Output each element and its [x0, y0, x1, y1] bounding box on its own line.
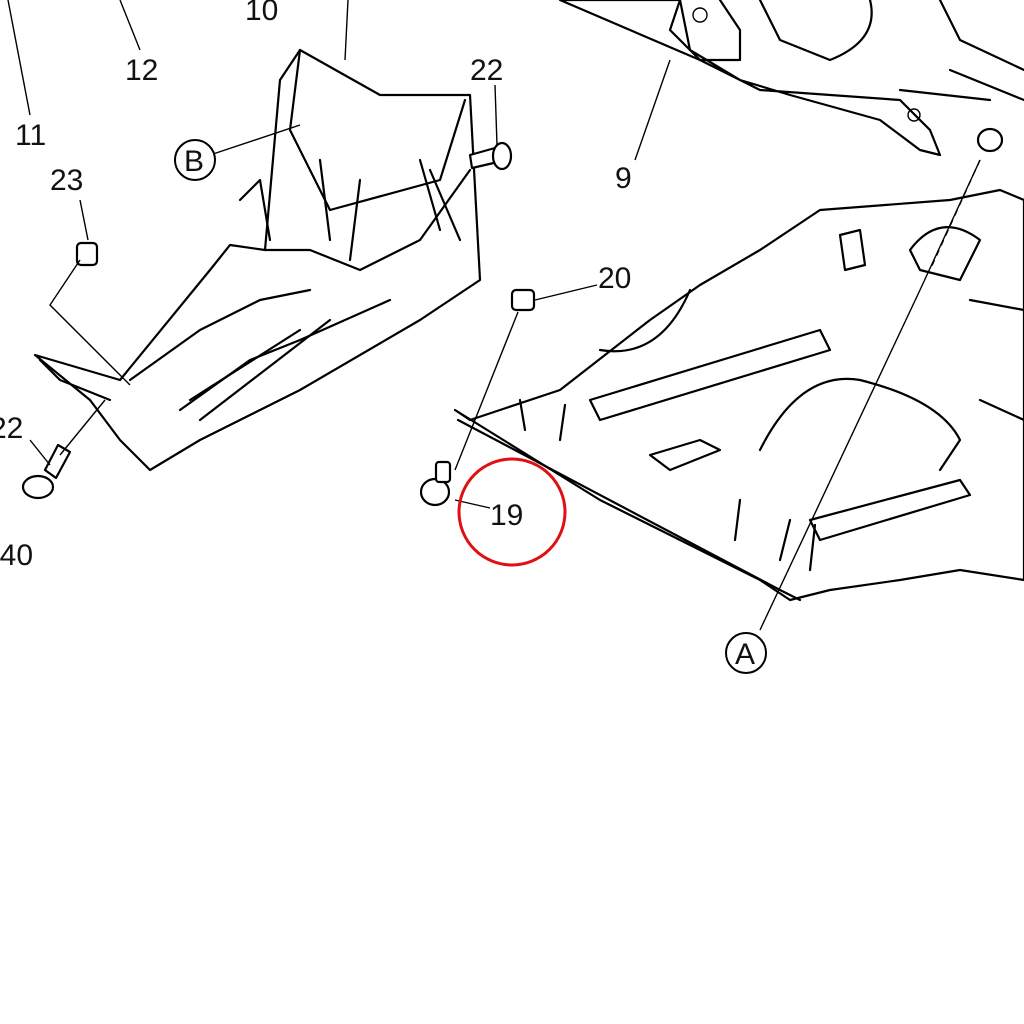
- bolt-top-right: [976, 127, 1004, 153]
- svg-text:A: A: [735, 638, 755, 671]
- bracket-part: [558, 0, 1024, 157]
- callout-12: 12: [125, 54, 158, 87]
- callout-20: 20: [598, 262, 631, 295]
- screw-22-left: [43, 443, 72, 480]
- ref-b: B: [174, 139, 216, 181]
- nut-20: [510, 288, 536, 312]
- highlight-circle: [457, 457, 567, 567]
- callout-19: 19: [490, 499, 523, 532]
- left-cover-part: [33, 48, 482, 472]
- callout-23: 23: [50, 164, 83, 197]
- callout-22-top: 22: [470, 54, 503, 87]
- callout-10: 10: [245, 0, 278, 27]
- callout-9: 9: [615, 162, 632, 195]
- nut-23: [75, 241, 99, 267]
- ref-a: A: [725, 632, 767, 674]
- fasteners: [21, 127, 1004, 507]
- svg-text:B: B: [184, 145, 204, 178]
- callout-22-left: 22: [0, 412, 23, 445]
- callout-240: 240: [0, 539, 33, 572]
- leader-lines: [7, 0, 981, 631]
- right-cover-part: [453, 188, 1024, 602]
- callout-11: 11: [15, 119, 46, 152]
